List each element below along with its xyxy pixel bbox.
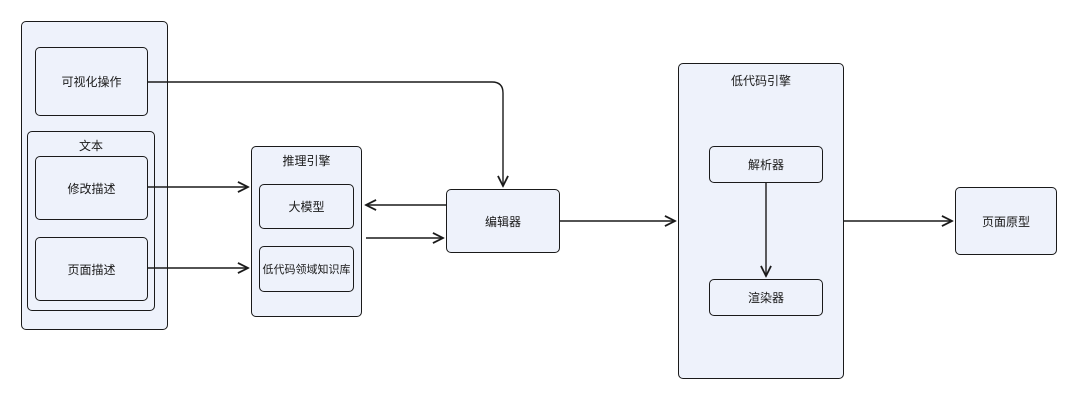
knowledge-base-node: 低代码领域知识库 xyxy=(259,246,354,292)
renderer-node: 渲染器 xyxy=(709,279,823,316)
lowcode-engine-group: 低代码引擎 xyxy=(678,63,844,379)
reasoning-engine-title: 推理引擎 xyxy=(282,154,331,168)
editor-label: 编辑器 xyxy=(484,214,521,229)
visual-operation-label: 可视化操作 xyxy=(61,75,122,89)
modify-description-node: 修改描述 xyxy=(35,156,148,220)
parser-label: 解析器 xyxy=(747,158,784,172)
modify-description-label: 修改描述 xyxy=(67,181,116,196)
lowcode-engine-title: 低代码引擎 xyxy=(730,74,791,88)
renderer-label: 渲染器 xyxy=(747,291,784,305)
visual-operation-node: 可视化操作 xyxy=(35,47,148,116)
page-prototype-label: 页面原型 xyxy=(981,214,1030,229)
page-description-node: 页面描述 xyxy=(35,237,148,301)
llm-node: 大模型 xyxy=(259,184,354,229)
knowledge-base-label: 低代码领域知识库 xyxy=(262,263,351,276)
text-group-title: 文本 xyxy=(78,139,103,153)
parser-node: 解析器 xyxy=(709,146,823,183)
llm-label: 大模型 xyxy=(288,200,325,214)
page-description-label: 页面描述 xyxy=(67,262,116,277)
page-prototype-node: 页面原型 xyxy=(955,187,1057,255)
editor-node: 编辑器 xyxy=(446,189,560,253)
